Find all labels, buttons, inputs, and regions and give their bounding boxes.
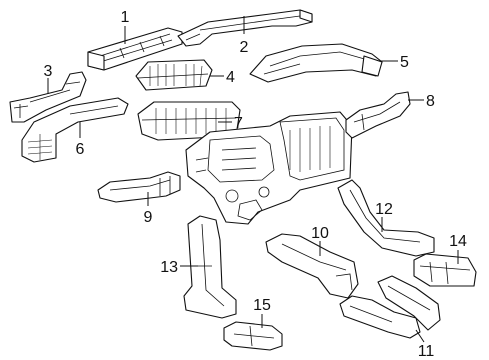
part-15-lower-connector[interactable] <box>223 321 283 351</box>
callout-1: 1 <box>121 9 130 26</box>
callout-15: 15 <box>253 297 271 314</box>
callout-9: 9 <box>144 209 153 226</box>
part-5-right-vent-duct[interactable] <box>249 43 383 83</box>
part-8-right-vent-duct[interactable] <box>345 91 411 139</box>
part-2-upper-duct[interactable] <box>177 9 313 47</box>
part-14-floor-connector[interactable] <box>413 253 477 287</box>
callout-14: 14 <box>449 233 467 250</box>
callout-10: 10 <box>311 225 329 242</box>
callout-labels: 1 2 3 4 5 6 7 8 9 10 11 12 13 14 15 <box>44 9 467 360</box>
part-12-right-floor-duct[interactable] <box>337 179 435 257</box>
part-3-left-vent-duct[interactable] <box>9 71 87 123</box>
part-1-defroster-duct[interactable] <box>87 27 183 71</box>
callout-12: 12 <box>375 201 393 218</box>
callout-8: 8 <box>426 93 435 110</box>
part-13-rear-duct[interactable] <box>183 215 237 319</box>
callout-3: 3 <box>44 63 53 80</box>
part-4-center-vent[interactable] <box>135 59 213 91</box>
part-10-center-floor-duct[interactable] <box>265 233 359 299</box>
leader-11 <box>415 329 425 343</box>
callout-5: 5 <box>400 54 409 71</box>
part-7-housing[interactable] <box>137 101 241 141</box>
part-9-floor-duct[interactable] <box>97 171 181 203</box>
part-6-left-lower-duct[interactable] <box>21 97 129 163</box>
callout-11: 11 <box>418 343 435 360</box>
callout-6: 6 <box>76 141 85 158</box>
callout-2: 2 <box>240 39 249 56</box>
callout-13: 13 <box>160 259 178 276</box>
hvac-unit[interactable] <box>185 111 353 225</box>
callout-7: 7 <box>234 115 243 132</box>
part-11-rear-floor-duct[interactable] <box>339 275 441 339</box>
callout-4: 4 <box>226 69 235 86</box>
callout-leaders <box>47 16 459 343</box>
